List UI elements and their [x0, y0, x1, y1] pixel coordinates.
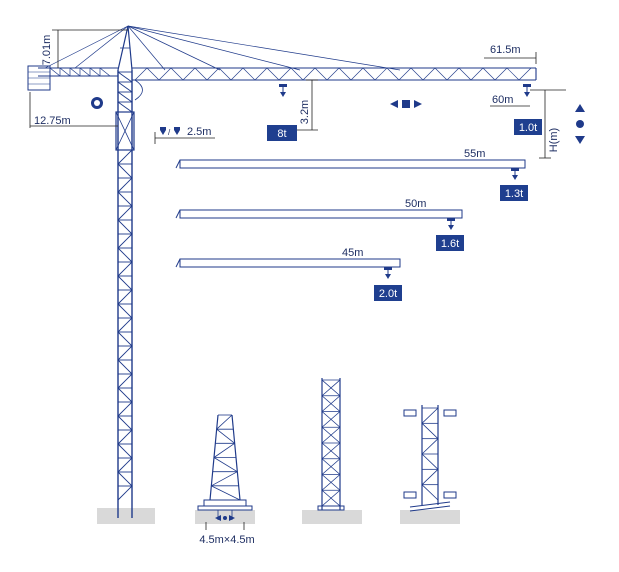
- svg-text:2.0t: 2.0t: [379, 288, 397, 300]
- radius-50: 50m: [405, 198, 426, 210]
- jib-variant-50: 50m 1.6t: [175, 198, 464, 251]
- radius-45: 45m: [342, 247, 363, 259]
- base-dim-arrow-icon: [215, 515, 235, 521]
- main-jib: [132, 67, 537, 101]
- base-mast-section: [317, 378, 345, 511]
- svg-text:/: /: [168, 128, 171, 137]
- svg-text:1.0t: 1.0t: [519, 122, 537, 134]
- base-fixed-angle: [197, 414, 253, 520]
- dim-mast-head: 7.01m: [41, 35, 53, 66]
- svg-text:8t: 8t: [277, 128, 286, 140]
- dim-hook-drop: 3.2m: [299, 100, 311, 124]
- crane-mast: [117, 70, 133, 518]
- dim-jib-60: 60m: [492, 94, 513, 106]
- operator-cab: [115, 111, 135, 151]
- hoist-icon: [575, 104, 585, 144]
- load-badge-45: [374, 285, 402, 301]
- trolley-root: [279, 84, 287, 97]
- tower-head: [44, 25, 401, 71]
- load-badge-55: [500, 185, 528, 201]
- dim-height: H(m): [548, 128, 560, 152]
- trolley-tip: [523, 84, 531, 97]
- counter-jib: [27, 65, 118, 91]
- trolley-pair-icon: /: [160, 127, 180, 137]
- jib-variant-45: 45m 2.0t: [175, 247, 402, 301]
- ground-main: [97, 508, 155, 524]
- root-load-badge: 8t: [267, 125, 297, 141]
- dim-counter-jib: 12.75m: [34, 115, 71, 127]
- base-climbing: [403, 405, 457, 512]
- dim-base: 4.5m×4.5m: [199, 534, 254, 546]
- tip-load-badge: 1.0t: [514, 119, 542, 135]
- jib-variant-55: 55m 1.3t: [175, 148, 528, 201]
- dim-trolley-offset: 2.5m: [187, 126, 211, 138]
- trolley-travel-icon: [390, 100, 422, 108]
- svg-text:1.3t: 1.3t: [505, 188, 523, 200]
- ground-foot-3: [400, 510, 460, 524]
- ground-foot-2: [302, 510, 362, 524]
- dim-jib-max: 61.5m: [490, 44, 521, 56]
- radius-55: 55m: [464, 148, 485, 160]
- svg-text:1.6t: 1.6t: [441, 238, 459, 250]
- load-badge-50: [436, 235, 464, 251]
- slewing-icon: [91, 97, 103, 109]
